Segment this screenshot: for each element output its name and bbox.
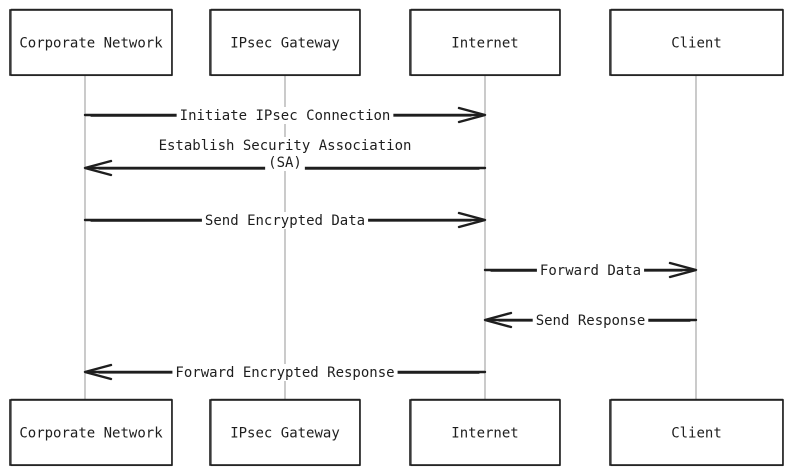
- message-label: Initiate IPsec Connection: [180, 108, 391, 124]
- actor-box-bottom-gw: IPsec Gateway: [209, 398, 361, 467]
- actor-label-top-corp: Corporate Network: [19, 36, 163, 52]
- message-label: Establish Security Association: [159, 138, 412, 154]
- message-label: (SA): [268, 155, 302, 171]
- message-1: Initiate IPsec Connection: [83, 106, 487, 124]
- message-5: Send Response: [483, 311, 698, 329]
- message-label: Send Response: [536, 313, 646, 329]
- actor-box-bottom-client: Client: [609, 398, 784, 467]
- actor-label-top-inet: Internet: [451, 36, 518, 52]
- actor-label-bottom-client: Client: [671, 426, 722, 442]
- arrowhead: [457, 211, 487, 229]
- message-2: Establish Security Association(SA): [83, 137, 487, 177]
- actor-label-top-gw: IPsec Gateway: [230, 36, 340, 52]
- actor-label-bottom-inet: Internet: [451, 426, 518, 442]
- arrowhead: [483, 311, 513, 329]
- arrowhead: [668, 261, 698, 279]
- message-label: Send Encrypted Data: [205, 213, 365, 229]
- actor-box-top-client: Client: [609, 8, 784, 77]
- actor-label-bottom-gw: IPsec Gateway: [230, 426, 340, 442]
- arrowhead: [457, 106, 487, 124]
- actor-box-bottom-corp: Corporate Network: [9, 398, 173, 467]
- actor-box-bottom-inet: Internet: [409, 398, 561, 467]
- arrowhead: [83, 159, 113, 177]
- actor-box-top-gw: IPsec Gateway: [209, 8, 361, 77]
- actor-label-bottom-corp: Corporate Network: [19, 426, 163, 442]
- message-4: Forward Data: [483, 261, 698, 279]
- actor-box-top-inet: Internet: [409, 8, 561, 77]
- message-label: Forward Data: [540, 263, 641, 279]
- lifelines: [84, 75, 697, 400]
- message-6: Forward Encrypted Response: [83, 363, 487, 381]
- arrowhead: [83, 363, 113, 381]
- actor-box-top-corp: Corporate Network: [9, 8, 173, 77]
- actor-label-top-client: Client: [671, 36, 722, 52]
- message-3: Send Encrypted Data: [83, 211, 487, 229]
- message-label: Forward Encrypted Response: [175, 365, 394, 381]
